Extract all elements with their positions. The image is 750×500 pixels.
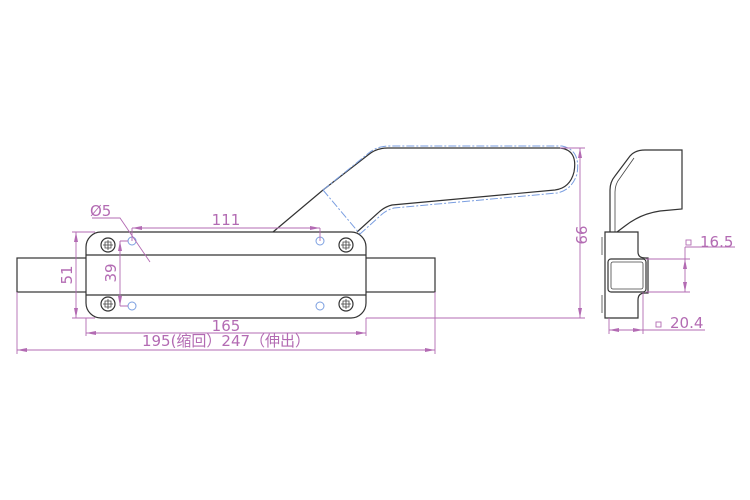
- screw-icon: [338, 296, 354, 312]
- screw-icon: [100, 237, 116, 253]
- dim-165: 165: [212, 317, 241, 335]
- dim-99: 99: [572, 225, 590, 244]
- dim-51: 51: [58, 265, 76, 284]
- handle-open-outline: [322, 145, 579, 235]
- screw-icon: [100, 296, 116, 312]
- handle: [272, 147, 576, 233]
- screws: [100, 237, 354, 312]
- dimensions-front: 111 Ø5 51 39 165 195(缩回）247（伸出） 99: [16, 147, 590, 354]
- screw-icon: [338, 237, 354, 253]
- dim-111: 111: [212, 211, 241, 229]
- dim-total-length: 195(缩回）247（伸出）: [142, 332, 310, 350]
- side-view: [601, 149, 683, 319]
- base-plate: [85, 231, 367, 319]
- dim-20-4: 20.4: [670, 314, 703, 332]
- front-view: [16, 145, 579, 319]
- dim-diameter: Ø5: [90, 202, 111, 220]
- dim-39: 39: [102, 263, 120, 282]
- dim-16-5: 16.5: [700, 233, 733, 251]
- dimensions-side: 16.5 20.4: [608, 233, 735, 334]
